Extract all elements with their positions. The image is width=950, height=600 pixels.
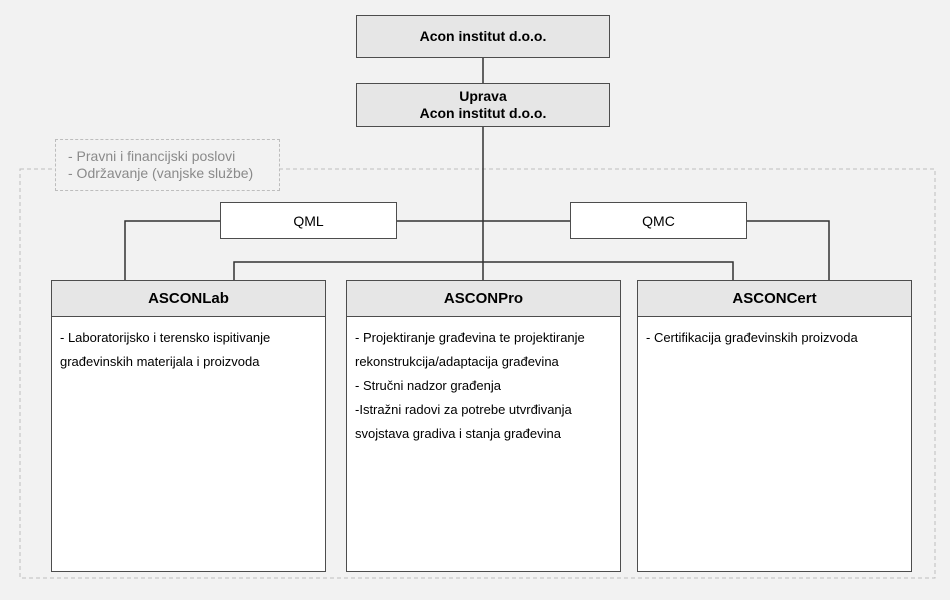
connector-units-bus bbox=[233, 261, 734, 281]
unit-description: - Laboratorijsko i terensko ispitivanje … bbox=[52, 317, 325, 374]
management-subtitle: Acon institut d.o.o. bbox=[419, 105, 547, 121]
unit-line: - Laboratorijsko i terensko ispitivanje bbox=[60, 330, 271, 345]
connector-qml-asconlab bbox=[124, 220, 221, 281]
qmc-label: QMC bbox=[642, 212, 675, 229]
unit-line: - Certifikacija građevinskih proizvoda bbox=[646, 330, 858, 345]
unit-description: - Projektiranje građevina te projektiran… bbox=[347, 317, 620, 446]
note-item: - Održavanje (vanjske službe) bbox=[68, 165, 254, 181]
root-company-box: Acon institut d.o.o. bbox=[356, 15, 610, 58]
unit-line: - Stručni nadzor građenja bbox=[355, 378, 501, 393]
unit-line: -Istražni radovi za potrebe utvrđivanja bbox=[355, 402, 572, 417]
root-company-title: Acon institut d.o.o. bbox=[419, 28, 547, 44]
unit-title: ASCONCert bbox=[638, 281, 911, 317]
qml-box: QML bbox=[220, 202, 397, 239]
unit-line: - Projektiranje građevina te projektiran… bbox=[355, 330, 585, 345]
qml-label: QML bbox=[293, 212, 324, 229]
unit-description: - Certifikacija građevinskih proizvoda bbox=[638, 317, 911, 350]
unit-title: ASCONPro bbox=[347, 281, 620, 317]
unit-title: ASCONLab bbox=[52, 281, 325, 317]
support-services-note: - Pravni i financijski poslovi - Održava… bbox=[55, 139, 280, 191]
unit-line: građevinskih materijala i proizvoda bbox=[60, 354, 260, 369]
unit-asconlab: ASCONLab - Laboratorijsko i terensko isp… bbox=[51, 280, 326, 572]
note-item: - Pravni i financijski poslovi bbox=[68, 148, 236, 164]
management-title: Uprava bbox=[459, 88, 507, 104]
qmc-box: QMC bbox=[570, 202, 747, 239]
connector-qmc-asconcert bbox=[746, 220, 830, 281]
unit-line: svojstava gradiva i stanja građevina bbox=[355, 426, 561, 441]
unit-asconcert: ASCONCert - Certifikacija građevinskih p… bbox=[637, 280, 912, 572]
unit-asconpro: ASCONPro - Projektiranje građevina te pr… bbox=[346, 280, 621, 572]
group-frame bbox=[19, 168, 936, 579]
management-box: Uprava Acon institut d.o.o. bbox=[356, 83, 610, 127]
unit-line: rekonstrukcija/adaptacija građevina bbox=[355, 354, 559, 369]
